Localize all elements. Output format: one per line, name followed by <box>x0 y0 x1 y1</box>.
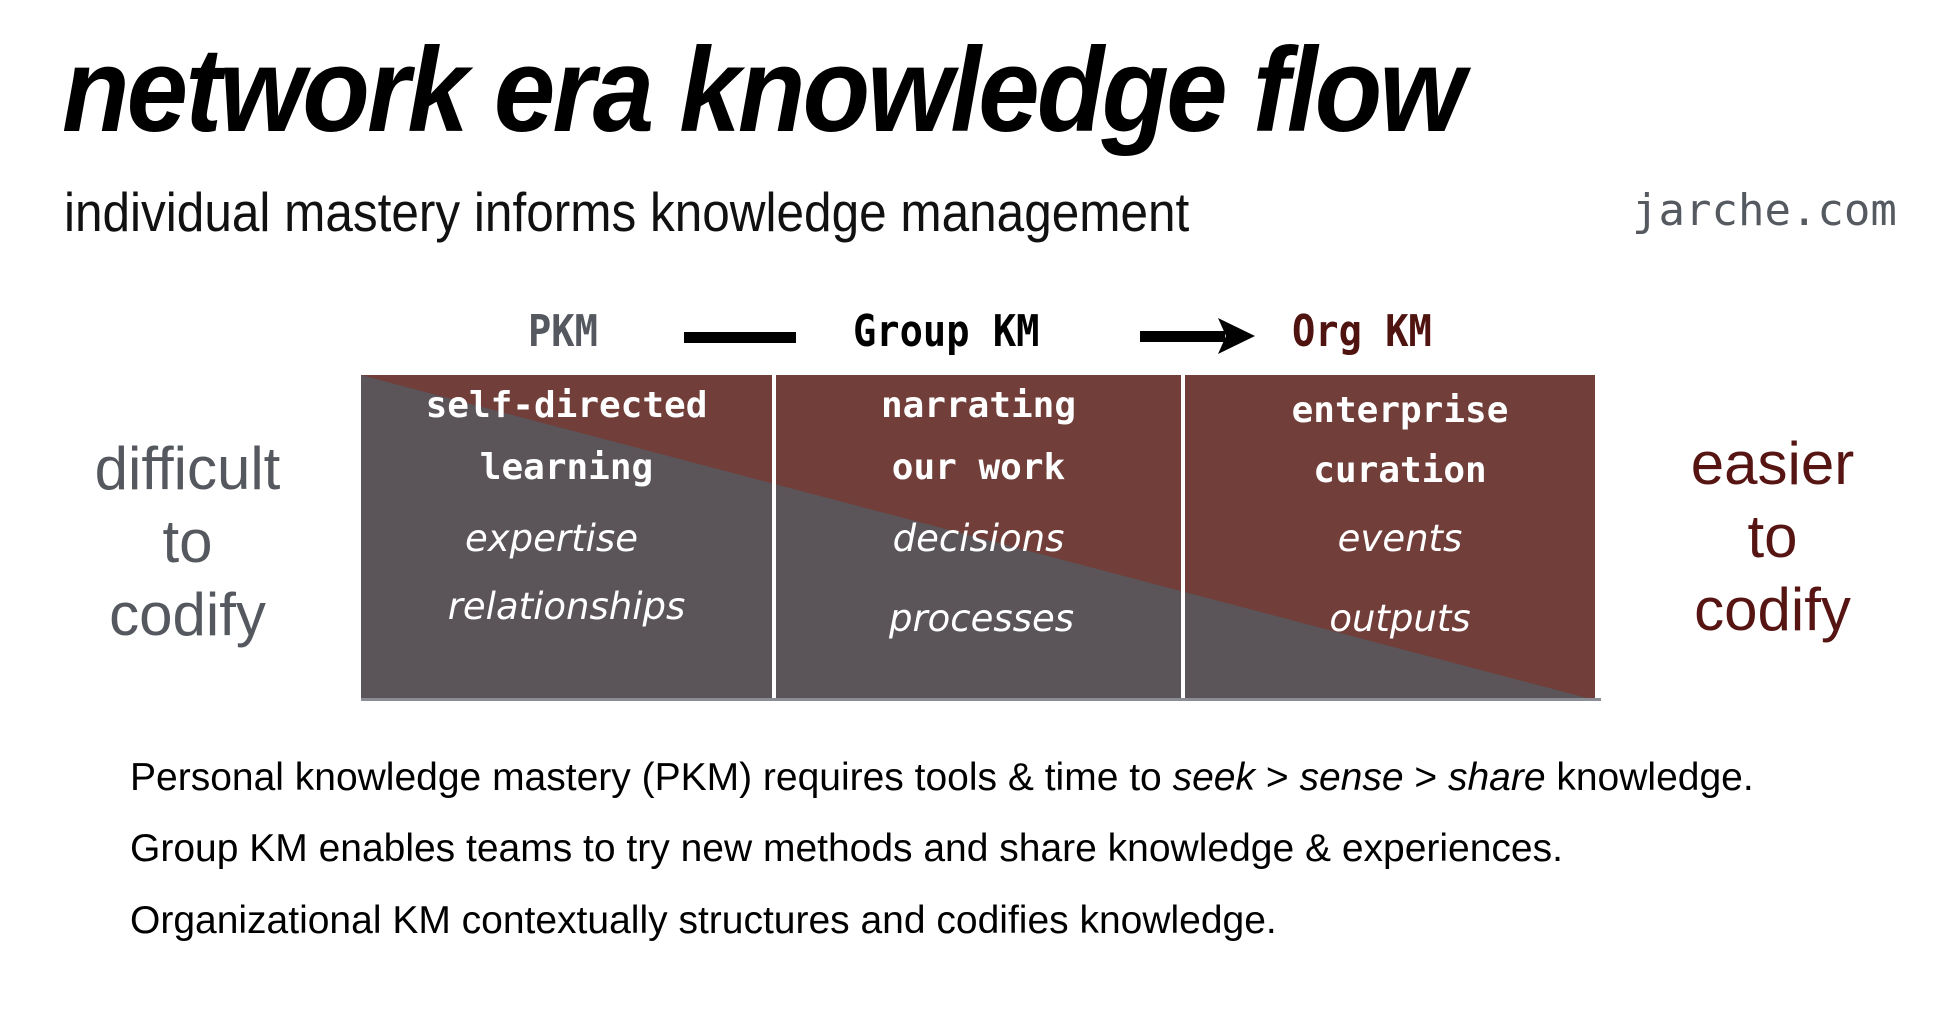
desc-share: share <box>1447 756 1546 799</box>
column-item: outputs <box>1329 597 1471 640</box>
difficult-to-codify-label: difficult to codify <box>65 432 310 651</box>
column-item: events <box>1337 517 1463 560</box>
heading-line2: our work <box>891 447 1066 488</box>
heading-line1: self-directed <box>425 385 708 426</box>
description-pkm: Personal knowledge mastery (PKM) require… <box>130 756 1754 800</box>
diagonal-gradient-shape <box>361 375 1601 701</box>
column-item: processes <box>888 597 1075 640</box>
heading-line2: learning <box>479 447 654 488</box>
desc-text: Personal knowledge mastery (PKM) require… <box>130 756 1173 799</box>
desc-text: knowledge. <box>1545 756 1754 799</box>
side-left-line2: to <box>162 508 213 575</box>
column-heading: self-directed learning <box>361 375 772 499</box>
page-subtitle: individual mastery informs knowledge man… <box>64 181 1190 243</box>
arrow-right-icon <box>1140 316 1255 356</box>
description-group-km: Group KM enables teams to try new method… <box>130 827 1563 870</box>
side-left-line3: codify <box>109 581 266 648</box>
easier-to-codify-label: easier to codify <box>1650 427 1895 646</box>
column-item: relationships <box>447 585 686 628</box>
heading-line1: narrating <box>880 385 1077 426</box>
desc-seek: seek <box>1172 756 1255 799</box>
side-right-line3: codify <box>1694 576 1851 643</box>
column-item: decisions <box>892 517 1065 560</box>
stage-label-org-km: Org KM <box>1292 306 1432 357</box>
site-credit: jarche.com <box>1632 185 1897 236</box>
desc-sep: > <box>1254 756 1300 799</box>
desc-sep: > <box>1403 756 1448 799</box>
column-item: expertise <box>465 517 638 560</box>
stage-label-pkm: PKM <box>528 306 598 357</box>
side-right-line1: easier <box>1690 430 1855 497</box>
stage-label-group-km: Group KM <box>853 306 1040 357</box>
side-left-line1: difficult <box>94 435 281 502</box>
connector-line-icon <box>684 332 796 343</box>
desc-sense: sense <box>1299 756 1404 799</box>
column-pkm: self-directed learning expertise relatio… <box>361 375 772 700</box>
side-right-line2: to <box>1747 503 1798 570</box>
page-title: network era knowledge flow <box>62 23 1465 157</box>
knowledge-flow-diagram: self-directed learning expertise relatio… <box>361 375 1601 701</box>
column-org-km: enterprise curation events outputs <box>1185 375 1595 700</box>
column-group-km: narrating our work decisions processes <box>776 375 1181 700</box>
column-heading: enterprise curation <box>1205 375 1595 501</box>
column-heading: narrating our work <box>776 375 1181 499</box>
heading-line1: enterprise <box>1291 390 1509 431</box>
description-org-km: Organizational KM contextually structure… <box>130 899 1277 942</box>
heading-line2: curation <box>1313 450 1487 491</box>
